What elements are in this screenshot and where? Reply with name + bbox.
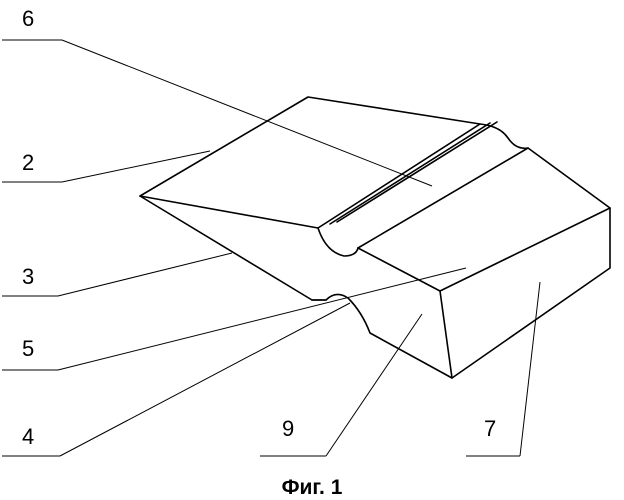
figure-caption: Фиг. 1 bbox=[282, 476, 343, 499]
label-6: 6 bbox=[22, 6, 34, 31]
label-3: 3 bbox=[22, 264, 34, 289]
label-9: 9 bbox=[282, 416, 294, 441]
label-2: 2 bbox=[22, 150, 34, 175]
wedge-block bbox=[140, 97, 610, 378]
leader-4-diag bbox=[60, 303, 350, 456]
label-5: 5 bbox=[22, 336, 34, 361]
label-4: 4 bbox=[22, 424, 34, 449]
leader-3-diag bbox=[58, 253, 232, 296]
end-face bbox=[440, 208, 610, 378]
label-7: 7 bbox=[484, 416, 496, 441]
